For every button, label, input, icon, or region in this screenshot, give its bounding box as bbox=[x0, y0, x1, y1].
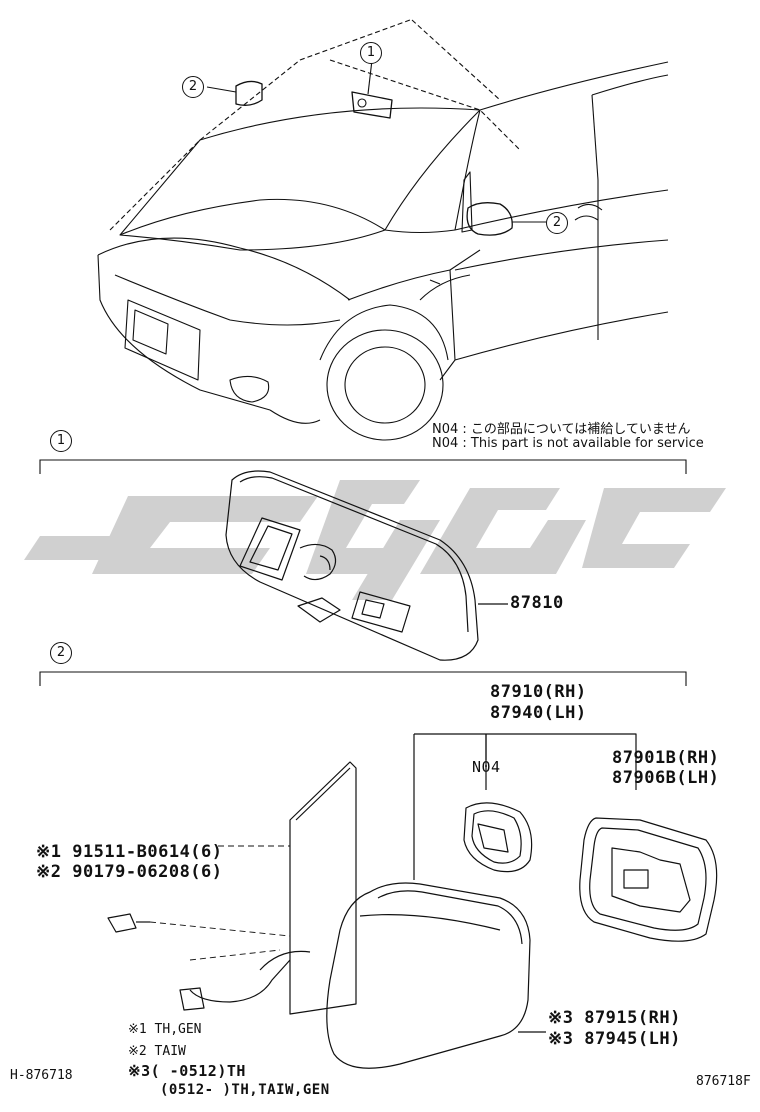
car-overview-drawing bbox=[97, 19, 669, 441]
part-number-mirror-glass-rh: 87901B(RH) bbox=[612, 748, 720, 768]
footnote-4: (0512- )TH,TAIW,GEN bbox=[160, 1082, 330, 1098]
callout-2-car-left: 2 bbox=[182, 76, 204, 98]
part-number-inner-mirror: 87810 bbox=[510, 593, 564, 613]
callout-2-car-right: 2 bbox=[546, 212, 568, 234]
section-frames bbox=[39, 459, 687, 686]
part-number-outer-mirror-lh: 87940(LH) bbox=[490, 703, 587, 723]
section-1-marker: 1 bbox=[50, 430, 72, 452]
part-number-screw-1: ※1 91511-B0614(6) bbox=[36, 842, 223, 862]
part-number-outer-mirror-rh: 87910(RH) bbox=[490, 682, 587, 702]
footnote-1: ※1 TH,GEN bbox=[128, 1022, 202, 1037]
n04-tag: N04 bbox=[472, 758, 501, 776]
footnote-2: ※2 TAIW bbox=[128, 1044, 186, 1059]
callout-1-car: 1 bbox=[360, 42, 382, 64]
part-number-mirror-glass-lh: 87906B(LH) bbox=[612, 768, 720, 788]
part-number-cover-rh: ※3 87915(RH) bbox=[548, 1008, 681, 1028]
inner-mirror-drawing bbox=[225, 470, 508, 661]
watermark-logo bbox=[24, 480, 726, 600]
illustration-code-left: H-876718 bbox=[10, 1068, 73, 1083]
part-number-cover-lh: ※3 87945(LH) bbox=[548, 1029, 681, 1049]
note-english: N04 : This part is not available for ser… bbox=[432, 436, 704, 451]
footnote-3: ※3( -0512)TH bbox=[128, 1062, 246, 1080]
section-2-marker: 2 bbox=[50, 642, 72, 664]
part-number-screw-2: ※2 90179-06208(6) bbox=[36, 862, 223, 882]
illustration-code-right: 876718F bbox=[696, 1074, 751, 1089]
note-japanese: N04 : この部品については補給していません bbox=[432, 422, 691, 437]
outer-mirror-drawing bbox=[107, 733, 718, 1069]
